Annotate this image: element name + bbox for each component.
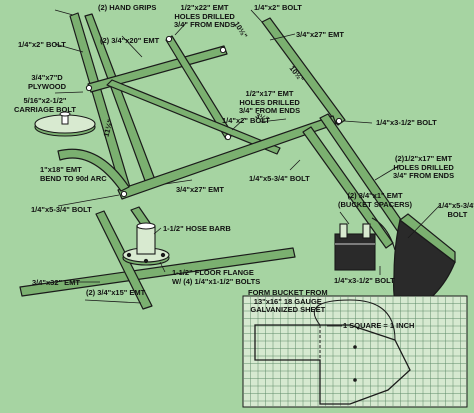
bucket-spacer-detail [334,223,376,271]
bolt-5-3-4-right-label: 1/4"x5-3/4" BOLT [438,201,474,219]
bolt-top-crossbar [219,46,227,54]
bolt-right-leg [335,117,343,125]
emt-3-4x1-label: (2) 3/4"x1" EMT (BUCKET SPACERS) [338,191,413,209]
template-grid [242,295,468,408]
carriage-bolt-label: 5/16"x2-1/2" CARRIAGE BOLT [14,96,76,114]
lower-bar-tube [117,115,337,200]
tubing [19,12,416,310]
bolt-lower-left [120,190,128,198]
bolt-3-1-2-lower-label: 1/4"x3-1/2" BOLT [334,276,395,285]
hose-barb-label: 1-1/2" HOSE BARB [163,224,231,233]
leader-lines [54,9,441,327]
emt-17-center-label: 1/2"x17" EMT HOLES DRILLED 3/4" FROM END… [239,89,301,115]
square-legend-label: 1 SQUARE = 1 INCH [343,321,415,330]
bolt-left-upper-label: 1/4"x2" BOLT [18,40,66,49]
bolt-top-left [85,84,93,92]
arc-tube [57,148,130,192]
bolt-top-right-label: 1/4"x2" BOLT [254,3,302,12]
bolt-5-3-4-center-label: 1/4"x5-3/4" BOLT [249,174,310,183]
plywood-label: 3/4"x7"D PLYWOOD [28,73,67,91]
bolt-5-3-4-left-label: 1/4"x5-3/4" BOLT [31,205,92,214]
emt-1x18-label: 1"x18" EMT BEND TO 90d ARC [40,165,107,183]
plywood-disc [34,111,96,137]
floor-flange [122,222,170,266]
hand-grips-label: (2) HAND GRIPS [98,3,157,12]
right-leg-tube [261,17,346,126]
bolt-3-1-2-label: 1/4"x3-1/2" BOLT [376,118,437,127]
bolt-center-label: 1/4"x2" BOLT [222,116,270,125]
emt-20-label: (2) 3/4"x20" EMT [100,36,160,45]
ground-tube [19,247,296,297]
emt-27-top-label: 3/4"x27" EMT [296,30,344,39]
emt-15-label: (2) 3/4"x15" EMT [86,288,146,297]
emt-17-right-label: (2)1/2"x17" EMT HOLES DRILLED 3/4" FROM … [393,154,455,180]
bucket-pattern-outline [254,324,411,405]
bolt-center [224,133,232,141]
emt-22-holes-label: 1/2"x22" EMT HOLES DRILLED 3/4" FROM END… [174,3,236,29]
emt-27-mid-label: 3/4"x27" EMT [176,185,224,194]
form-bucket-label: FORM BUCKET FROM 13"x16" 18 GAUGE GALVAN… [248,288,328,314]
bolt-diagonal-top [165,35,173,43]
emt-32-label: 3/4"x32" EMT [32,278,80,287]
floor-flange-label: 1-1/2" FLOOR FLANGE W/ (4) 1/4"x1-1/2" B… [172,268,261,286]
long-diagonal-tube [106,79,281,155]
